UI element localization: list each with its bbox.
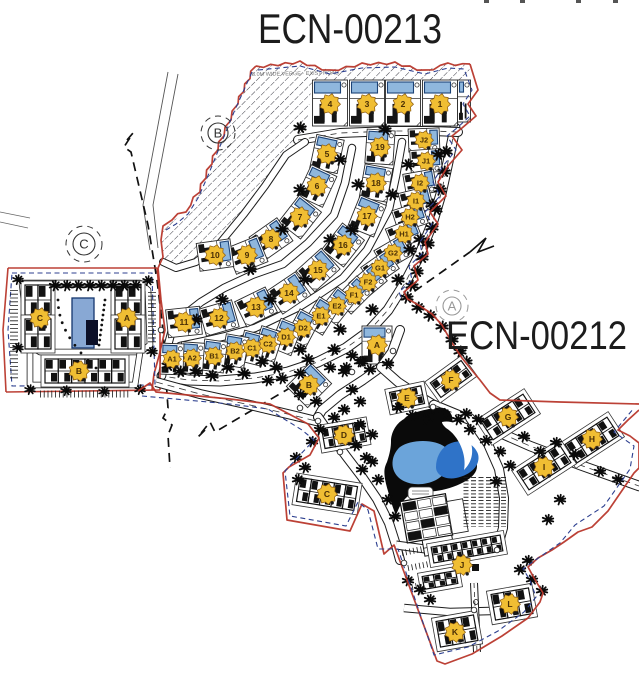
svg-text:3: 3 <box>365 99 370 109</box>
svg-text:4: 4 <box>328 99 333 109</box>
svg-text:H1: H1 <box>399 230 409 239</box>
svg-text:12: 12 <box>214 313 224 323</box>
svg-text:E2: E2 <box>332 302 341 311</box>
svg-text:10: 10 <box>210 250 220 260</box>
svg-text:15: 15 <box>313 265 323 275</box>
svg-text:C: C <box>37 313 43 323</box>
svg-text:J: J <box>460 560 465 570</box>
svg-text:7: 7 <box>298 212 303 222</box>
svg-text:K: K <box>452 627 459 637</box>
svg-text:8: 8 <box>269 234 274 244</box>
svg-text:1: 1 <box>438 99 443 109</box>
svg-text:11: 11 <box>180 317 189 327</box>
svg-text:C: C <box>79 237 88 252</box>
svg-text:G2: G2 <box>388 249 398 258</box>
svg-text:B1: B1 <box>209 352 219 361</box>
svg-text:13: 13 <box>251 302 261 312</box>
svg-text:D1: D1 <box>281 333 291 342</box>
svg-text:B: B <box>214 126 223 141</box>
svg-text:F1: F1 <box>350 291 359 300</box>
svg-text:19: 19 <box>375 142 385 152</box>
svg-text:18: 18 <box>371 178 381 188</box>
svg-text:B: B <box>306 380 312 390</box>
svg-text:J2: J2 <box>420 136 428 145</box>
svg-text:D: D <box>341 430 347 440</box>
svg-text:17: 17 <box>362 211 372 221</box>
svg-text:F2: F2 <box>364 278 373 287</box>
svg-text:E1: E1 <box>316 312 325 321</box>
svg-text:6: 6 <box>315 181 320 191</box>
svg-text:B2: B2 <box>230 347 240 356</box>
svg-text:L: L <box>507 599 512 609</box>
svg-text:A: A <box>124 313 130 323</box>
svg-text:14: 14 <box>284 288 294 298</box>
svg-text:H2: H2 <box>405 213 415 222</box>
svg-text:G: G <box>505 412 512 422</box>
svg-text:ECN-00212: ECN-00212 <box>446 314 627 358</box>
svg-text:I: I <box>543 462 545 472</box>
svg-text:16: 16 <box>338 240 348 250</box>
svg-text:6.0M WIDE VERGE · EXIST ROAD: 6.0M WIDE VERGE · EXIST ROAD <box>252 70 339 78</box>
svg-text:ECN-00213: ECN-00213 <box>258 5 442 52</box>
svg-text:G1: G1 <box>375 264 385 273</box>
svg-text:I1: I1 <box>413 197 419 206</box>
svg-text:A1: A1 <box>167 355 177 364</box>
svg-text:C2: C2 <box>263 340 273 349</box>
svg-text:J1: J1 <box>422 157 430 166</box>
svg-text:B: B <box>76 366 82 376</box>
svg-text:C: C <box>324 489 330 499</box>
svg-text:H: H <box>589 434 595 444</box>
svg-text:E: E <box>404 393 410 403</box>
svg-text:5: 5 <box>325 149 330 159</box>
svg-text:9: 9 <box>245 250 250 260</box>
svg-text:2: 2 <box>401 99 406 109</box>
svg-text:D2: D2 <box>298 324 308 333</box>
svg-text:A2: A2 <box>187 354 197 363</box>
svg-text:F: F <box>448 375 453 385</box>
svg-text:A: A <box>374 340 380 350</box>
svg-text:C1: C1 <box>247 344 257 353</box>
svg-text:I2: I2 <box>417 179 423 188</box>
svg-text:A: A <box>448 299 457 314</box>
